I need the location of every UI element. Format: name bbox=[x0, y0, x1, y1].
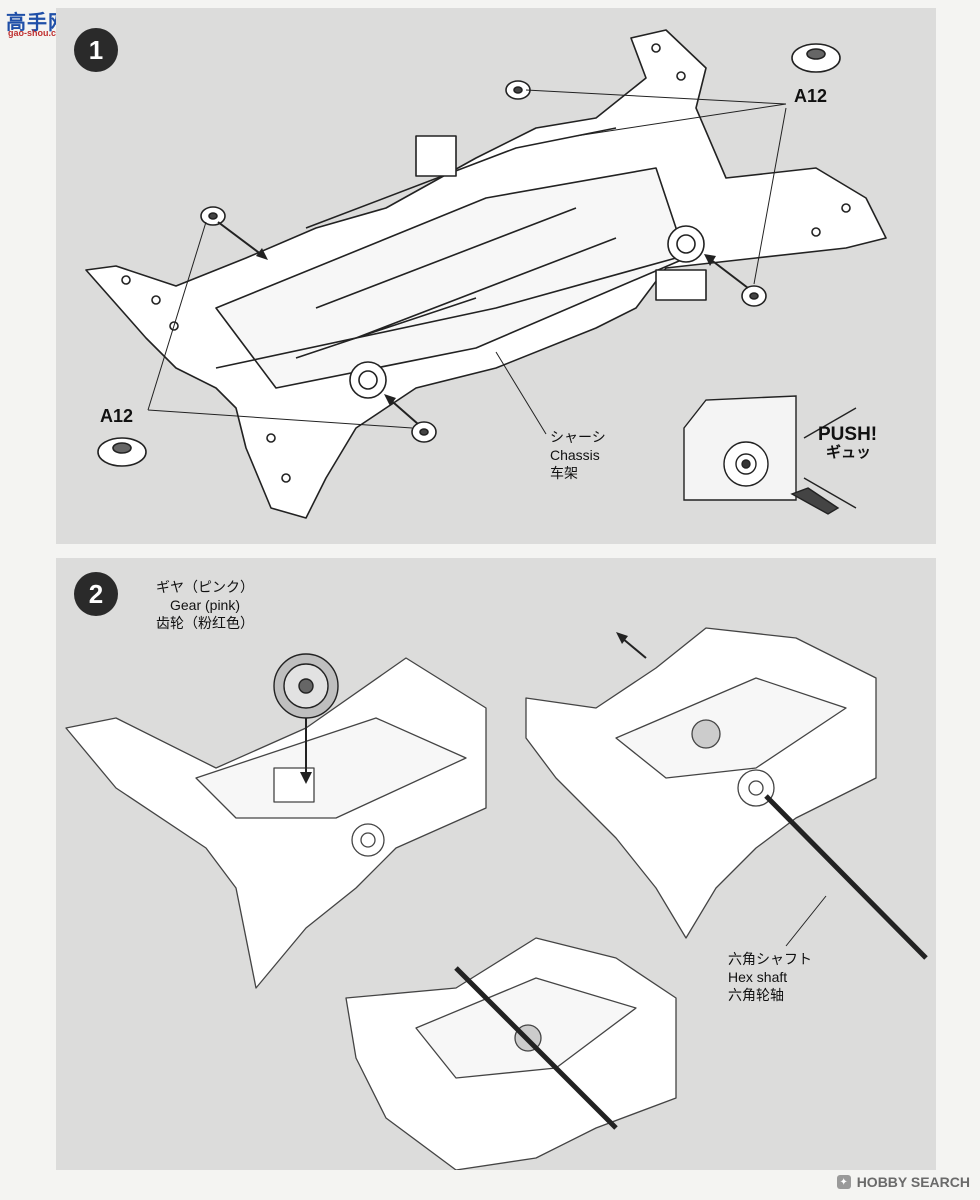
step-2-panel: 2 bbox=[56, 558, 936, 1170]
chassis-half-right bbox=[525, 627, 877, 939]
step-2-badge: 2 bbox=[74, 572, 118, 616]
chassis-wall-front bbox=[215, 257, 677, 369]
chassis-rib-1 bbox=[295, 207, 617, 359]
hex-shaft-label-jp: 六角シャフト bbox=[728, 951, 812, 967]
chassis-label-en: Chassis bbox=[550, 447, 600, 463]
step-1-badge: 1 bbox=[74, 28, 118, 72]
site-logo-url: gao-shou.com bbox=[8, 28, 70, 38]
push-label: PUSH! ギュッ bbox=[818, 424, 878, 462]
arrow-left-bearing bbox=[217, 221, 267, 259]
chassis-label-jp: シャーシ bbox=[550, 429, 606, 445]
push-label-en: PUSH! bbox=[818, 424, 878, 445]
step-2-assembly-drawing bbox=[65, 627, 928, 1170]
hex-shaft-bottom bbox=[454, 966, 618, 1130]
hex-shaft-label: 六角シャフト Hex shaft 六角轮轴 bbox=[728, 950, 812, 1004]
step-1-chassis-drawing bbox=[85, 29, 887, 519]
watermark: ✦ HOBBY SEARCH bbox=[836, 1174, 970, 1190]
leader-a12-top bbox=[525, 89, 787, 285]
hex-shaft-right bbox=[764, 794, 928, 960]
push-inset bbox=[683, 395, 857, 515]
hobby-search-logo-icon: ✦ bbox=[836, 1175, 851, 1189]
gear-label-jp: ギヤ（ピンク） bbox=[156, 579, 254, 595]
hex-shaft-label-en: Hex shaft bbox=[728, 969, 788, 985]
site-logo: 高手网 gao-shou.com bbox=[6, 6, 70, 40]
chassis-label: シャーシ Chassis 车架 bbox=[550, 428, 606, 482]
arrow-right-bearing bbox=[705, 255, 749, 289]
gear-label: ギヤ（ピンク） Gear (pink) 齿轮（粉红色） bbox=[156, 578, 254, 632]
chassis-half-left bbox=[65, 657, 487, 989]
site-logo-glyph: 高手网 bbox=[6, 12, 69, 34]
push-label-jp: ギュッ bbox=[826, 444, 872, 461]
mount-post-1 bbox=[415, 135, 457, 177]
chassis-label-cn: 车架 bbox=[550, 465, 578, 481]
step-1-panel: 1 bbox=[56, 8, 936, 544]
mount-post-2 bbox=[655, 269, 707, 301]
part-code-a12-top: A12 bbox=[794, 86, 828, 106]
gear-label-en: Gear (pink) bbox=[169, 597, 241, 613]
leader-hex-shaft bbox=[785, 895, 827, 947]
watermark-text: HOBBY SEARCH bbox=[856, 1174, 970, 1190]
bearing-seat-right-inner bbox=[676, 234, 696, 254]
arrow-up-left bbox=[621, 637, 647, 659]
gear-label-cn: 齿轮（粉红色） bbox=[156, 615, 254, 631]
gear-pink-icon bbox=[273, 653, 339, 719]
leader-chassis bbox=[495, 351, 547, 435]
leader-a12-left bbox=[147, 221, 413, 429]
part-code-a12-left: A12 bbox=[100, 406, 134, 426]
hex-shaft-label-cn: 六角轮轴 bbox=[728, 987, 784, 1003]
bearing-seat-left-inner bbox=[358, 370, 378, 390]
